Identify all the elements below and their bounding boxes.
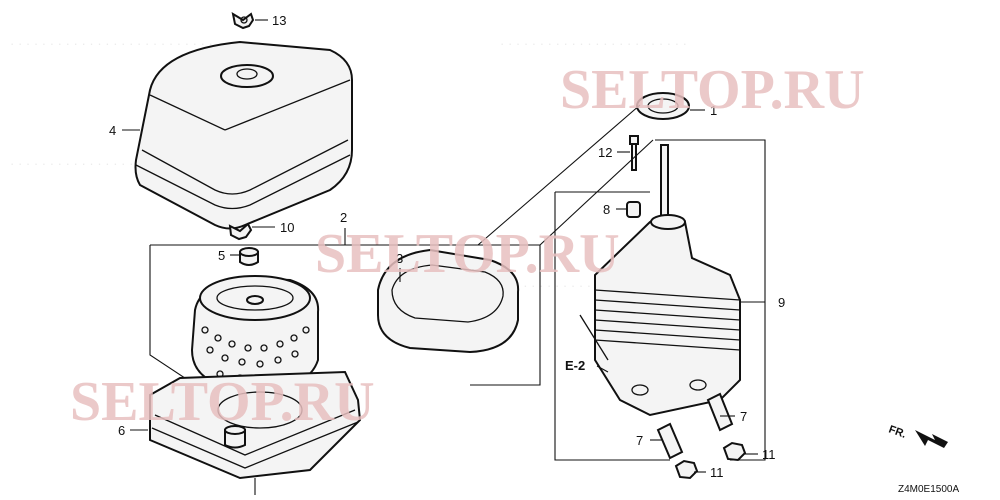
air-cleaner-cover [134, 40, 353, 230]
gasket-ring [636, 92, 690, 120]
callout-numbers: 13 4 10 2 5 3 6 1 12 8 9 7 7 11 11 E-2 F… [109, 13, 959, 495]
callout-10: 10 [280, 220, 294, 235]
watermark-middle: SELTOP.RU [315, 223, 620, 285]
callout-4: 4 [109, 123, 116, 138]
paper-air-element [190, 275, 320, 392]
callout-7-left: 7 [636, 433, 643, 448]
grommet [239, 247, 259, 266]
foam-element [377, 248, 520, 354]
callout-11-right: 11 [762, 447, 776, 462]
leader-lines [122, 19, 765, 473]
callout-11-left: 11 [710, 465, 724, 480]
callout-12: 12 [598, 145, 612, 160]
wing-nut-mid [228, 222, 253, 241]
callout-5: 5 [218, 248, 225, 263]
connection-lines [477, 104, 766, 461]
wing-nut-top [231, 11, 255, 30]
front-direction-arrow-icon [915, 430, 948, 448]
watermark-top: SELTOP.RU [560, 59, 865, 121]
rubber-sleeves [656, 392, 734, 460]
svg-text:· · · · · · · · · · · · · · ·: · · · · · · · · · · · · · · · · · · · · … [10, 36, 213, 51]
drawing-code: Z4M0E1500A [898, 484, 959, 495]
callout-7-right: 7 [740, 409, 747, 424]
callout-9: 9 [778, 295, 785, 310]
callout-3: 3 [396, 251, 403, 266]
front-label: FR. [887, 424, 908, 441]
flange-nuts [674, 441, 747, 480]
callout-1: 1 [710, 103, 717, 118]
svg-text:· · · · · · · · · · · · · · ·: · · · · · · · · · · · · · · · · · · · · … [500, 36, 687, 51]
callout-6: 6 [118, 423, 125, 438]
stud-rod [660, 144, 669, 226]
air-cleaner-elbow [579, 214, 741, 417]
watermark-bottom: SELTOP.RU [70, 371, 375, 433]
flange-bolt [629, 135, 639, 171]
collar [626, 201, 641, 218]
callout-13: 13 [272, 13, 286, 28]
watermarks: SELTOP.RU SELTOP.RU SELTOP.RU [70, 59, 865, 433]
callout-8: 8 [603, 202, 610, 217]
air-cleaner-case [149, 370, 362, 495]
ref-label-e2: E-2 [565, 358, 585, 373]
callout-2: 2 [340, 210, 347, 225]
